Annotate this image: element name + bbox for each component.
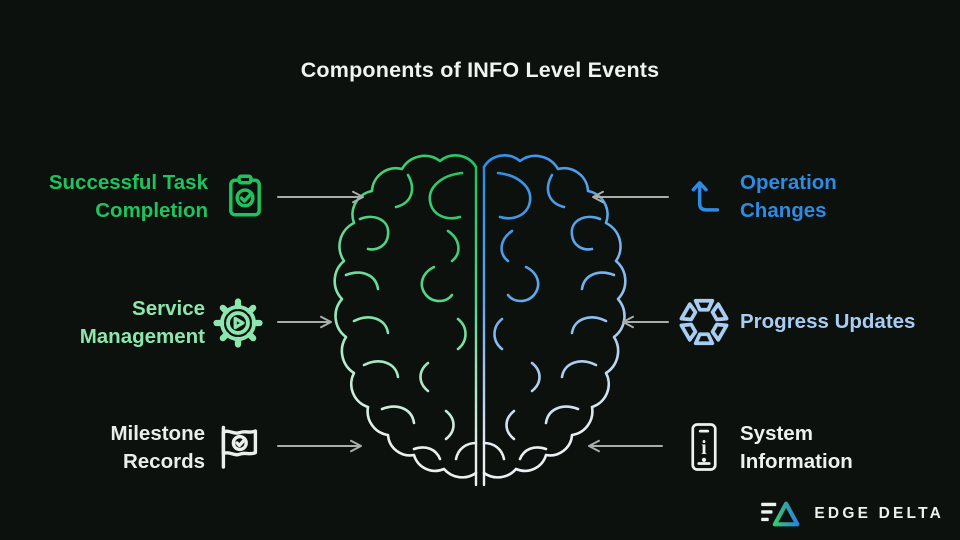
smartphone-info-icon: i bbox=[691, 423, 717, 471]
label-operation-changes: Operation Changes bbox=[740, 169, 837, 225]
label-line: Successful Task bbox=[48, 171, 208, 194]
label-successful-task-completion: Successful Task Completion bbox=[49, 169, 208, 225]
label-line: Operation bbox=[740, 171, 837, 194]
aperture-icon bbox=[679, 298, 729, 346]
arrow-service-management bbox=[277, 315, 332, 329]
edge-delta-logo-text: EDGE DELTA bbox=[814, 505, 944, 522]
arrow-up-corner-icon bbox=[691, 181, 720, 212]
label-line: Service bbox=[132, 297, 205, 320]
label-system-information: System Information bbox=[740, 420, 853, 476]
arrow-successful-task-completion bbox=[277, 190, 364, 204]
arrow-progress-updates bbox=[622, 315, 669, 329]
label-line: Milestone bbox=[110, 422, 205, 445]
svg-text:i: i bbox=[701, 438, 707, 459]
label-line: Management bbox=[79, 325, 205, 348]
label-progress-updates: Progress Updates bbox=[740, 308, 915, 336]
label-line: Information bbox=[740, 450, 853, 473]
arrow-system-information bbox=[588, 439, 663, 453]
label-line: Progress Updates bbox=[740, 310, 916, 333]
brain-left-hemisphere bbox=[333, 154, 478, 487]
brain-illustration bbox=[333, 154, 627, 487]
label-line: Records bbox=[122, 450, 205, 473]
clipboard-check-icon bbox=[229, 174, 261, 217]
edge-delta-logo-mark bbox=[761, 501, 800, 527]
label-line: Completion bbox=[95, 199, 208, 222]
label-line: Changes bbox=[740, 199, 827, 222]
gear-play-icon bbox=[213, 298, 263, 348]
arrow-milestone-records bbox=[277, 439, 362, 453]
brain-right-hemisphere bbox=[482, 154, 627, 487]
edge-delta-logo: EDGE DELTA bbox=[759, 498, 944, 530]
page-title: Components of INFO Level Events bbox=[300, 58, 660, 82]
flag-check-icon bbox=[221, 425, 258, 469]
label-milestone-records: Milestone Records bbox=[110, 420, 205, 476]
label-service-management: Service Management bbox=[80, 295, 205, 351]
label-line: System bbox=[740, 422, 813, 445]
arrow-operation-changes bbox=[592, 190, 669, 204]
